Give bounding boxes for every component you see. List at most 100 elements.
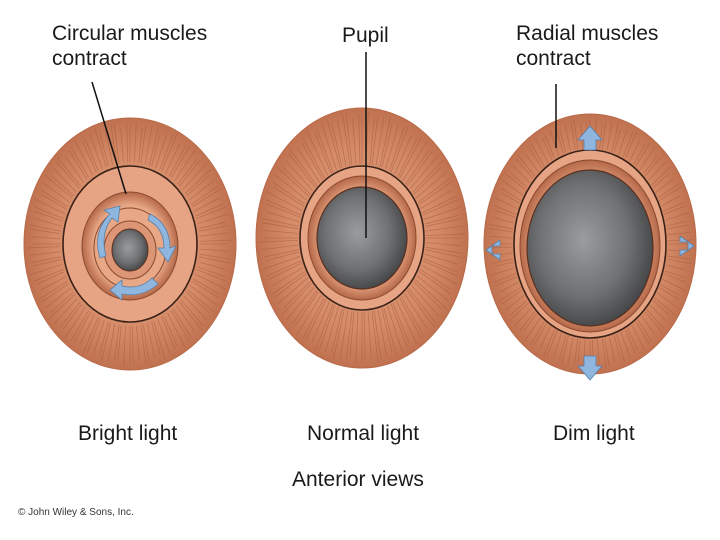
iris-striation [29, 228, 61, 235]
iris-striation [302, 297, 325, 339]
iris-striation [82, 141, 97, 173]
iris-striation [56, 161, 80, 189]
iris-striation [172, 308, 192, 338]
normal-light-label: Normal light [307, 422, 420, 445]
iris-striation [41, 283, 69, 303]
iris-striation [316, 128, 334, 173]
iris-striation [184, 168, 212, 194]
iris-striation [289, 148, 318, 186]
iris-striation [113, 123, 120, 164]
iris-striation [411, 284, 439, 317]
iris-striation [123, 325, 127, 366]
iris-striation [262, 229, 299, 234]
iris-striation [273, 186, 305, 207]
iris-striation [101, 322, 111, 362]
iris-striation [574, 338, 579, 365]
iris-striation [59, 301, 81, 328]
iris-striation [262, 256, 301, 270]
iris-striation [263, 249, 299, 258]
iris-striation [259, 239, 299, 243]
iris-striation [652, 300, 670, 316]
iris-striation [637, 319, 652, 341]
iris-striation [397, 136, 419, 177]
iris-striation [261, 244, 299, 251]
iris-striation [305, 299, 327, 340]
iris-striation [425, 249, 464, 259]
iris-striation [635, 143, 650, 167]
iris-striation [601, 338, 607, 369]
iris-striation [416, 275, 450, 302]
iris-striation [510, 172, 528, 188]
iris-striation [490, 235, 513, 239]
iris-striation [519, 311, 536, 331]
iris-striation [326, 119, 341, 169]
iris-striation [266, 191, 303, 212]
iris-striation [302, 137, 325, 179]
iris-striation [666, 224, 689, 230]
iris-striation [412, 160, 444, 193]
iris-striation [646, 309, 664, 330]
iris-striation [331, 123, 343, 168]
iris-striation [41, 194, 67, 210]
iris-striation [418, 180, 454, 205]
iris-striation [644, 311, 663, 334]
iris-striation [414, 279, 448, 310]
iris-bright-light [23, 117, 237, 371]
iris-striation [89, 133, 103, 169]
iris-striation [136, 325, 140, 361]
iris-striation [29, 251, 61, 256]
iris-striation [524, 317, 541, 342]
iris-striation [33, 268, 64, 282]
iris-striation [656, 292, 678, 308]
iris-striation [498, 287, 521, 302]
iris-striation [402, 140, 428, 182]
iris-striation [367, 311, 372, 358]
iris-striation [175, 305, 196, 332]
iris-striation [493, 205, 516, 215]
bright-light-label: Bright light [78, 422, 178, 445]
iris-striation [528, 147, 543, 169]
iris-striation [510, 300, 528, 316]
iris-striation [415, 172, 447, 199]
iris-striation [153, 321, 166, 359]
iris-striation [516, 158, 534, 179]
iris-striation [179, 160, 201, 187]
iris-striation [70, 310, 90, 342]
iris-striation [567, 337, 574, 366]
iris-striation [358, 115, 361, 165]
iris-striation [577, 339, 581, 364]
iris-striation [142, 324, 150, 363]
iris-striation [68, 150, 88, 180]
iris-striation [199, 232, 231, 237]
iris-striation [392, 302, 410, 344]
iris-striation [30, 236, 61, 240]
iris-striation [140, 126, 146, 164]
iris-striation [408, 288, 436, 324]
iris-striation [314, 132, 332, 174]
iris-striation [616, 334, 626, 363]
iris-striation [260, 217, 299, 227]
iris-striation [542, 138, 553, 161]
iris-striation [631, 324, 646, 351]
iris-striation [424, 253, 458, 265]
iris-striation [28, 224, 61, 232]
iris-striation [643, 155, 658, 175]
iris-striation [117, 325, 122, 360]
iris-striation [311, 301, 330, 342]
iris-striation [345, 113, 353, 165]
iris-striation [505, 295, 525, 310]
iris-striation [422, 196, 456, 214]
iris-striation [138, 128, 143, 163]
iris-striation [627, 327, 638, 350]
iris-striation [494, 209, 516, 218]
iris-striation [321, 123, 337, 171]
iris-striation [543, 329, 555, 357]
iris-striation [399, 297, 422, 339]
iris-striation [177, 158, 198, 185]
iris-striation [186, 291, 210, 313]
iris-striation [333, 308, 345, 360]
iris-striation [352, 118, 357, 165]
dilation-arrow-icon [485, 125, 695, 381]
iris-striation [64, 156, 85, 183]
